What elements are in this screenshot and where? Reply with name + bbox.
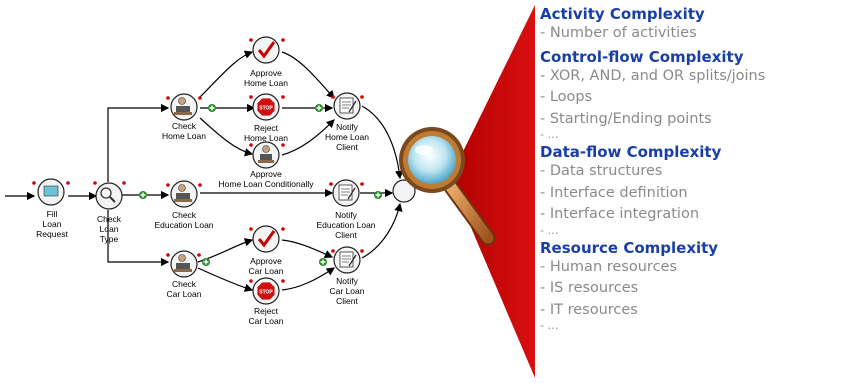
- stop-sign-icon: STOP: [256, 97, 276, 117]
- category-data-flow: Data-flow Complexity - Data structures -…: [540, 144, 850, 236]
- node-label: Approve: [250, 68, 282, 78]
- node-label: Loan: [43, 219, 62, 229]
- node-label: Request: [36, 229, 68, 239]
- node-check-education-loan: Check Education Loan: [154, 180, 214, 230]
- category-control-flow: Control-flow Complexity - XOR, AND, and …: [540, 47, 850, 141]
- category-item: - Interface definition: [540, 184, 688, 201]
- node-label: Reject: [254, 123, 279, 133]
- node-label: Home Loan: [162, 131, 206, 141]
- magnifying-glass-icon: [399, 127, 496, 246]
- category-item: - IS resources: [540, 280, 639, 296]
- category-ellipsis: - …: [540, 319, 559, 332]
- worker-icon: [174, 254, 192, 272]
- category-title: Resource Complexity: [540, 238, 719, 257]
- node-approve-home-loan-conditionally: Approve Home Loan Conditionally: [219, 141, 315, 189]
- node-label: Check: [172, 279, 197, 289]
- node-approve-car-loan: Approve Car Loan: [249, 225, 285, 276]
- node-label: Home Loan: [244, 133, 288, 143]
- node-label: Approve: [250, 169, 282, 179]
- checkmark-icon: [257, 230, 276, 248]
- node-label: Check: [172, 210, 197, 220]
- category-item: - Data structures: [540, 163, 663, 179]
- and-gateway-icon: [202, 258, 210, 266]
- node-approve-home-loan: Approve Home Loan: [244, 36, 288, 88]
- category-title: Control-flow Complexity: [540, 47, 744, 66]
- category-item: - XOR, AND, and OR splits/joins: [540, 67, 766, 84]
- focus-cone: [450, 5, 535, 378]
- notify-document-icon: [339, 251, 357, 268]
- node-label: Client: [336, 142, 358, 152]
- node-label: Fill: [47, 209, 58, 219]
- node-label: Home Loan: [325, 132, 369, 142]
- category-item: - IT resources: [540, 301, 638, 318]
- node-label: Notify: [336, 122, 358, 132]
- worker-icon: [174, 97, 192, 115]
- node-check-home-loan: Check Home Loan: [162, 93, 206, 141]
- node-fill-loan-request: Fill Loan Request: [32, 178, 70, 239]
- category-item: - Interface integration: [540, 206, 700, 222]
- category-title: Data-flow Complexity: [540, 143, 722, 161]
- end-node: [392, 179, 416, 203]
- node-label: Loan: [100, 224, 119, 234]
- category-item: - Loops: [540, 89, 593, 105]
- node-label: Car Loan: [330, 286, 365, 296]
- notify-document-icon: [339, 97, 357, 114]
- svg-text:STOP: STOP: [259, 106, 273, 112]
- and-gateway-icon: [319, 258, 327, 266]
- node-label: Check: [172, 121, 197, 131]
- node-label: Check: [97, 214, 122, 224]
- node-check-loan-type: Check Loan Type: [93, 181, 126, 244]
- node-label: Approve: [250, 256, 282, 266]
- complexity-panel: Activity Complexity - Number of activiti…: [540, 6, 850, 335]
- category-ellipsis: - …: [540, 223, 559, 237]
- node-label: Home Loan: [244, 78, 288, 88]
- node-label: Education Loan: [316, 220, 375, 230]
- node-notify-education-loan-client: Notify Education Loan Client: [316, 179, 376, 240]
- and-gateway-icon: [315, 104, 323, 112]
- node-label: Notify: [336, 276, 358, 286]
- node-check-car-loan: Check Car Loan: [166, 250, 202, 299]
- category-item: - Human resources: [540, 258, 678, 275]
- category-item: - Number of activities: [540, 25, 697, 41]
- node-label: Client: [336, 296, 358, 306]
- svg-text:STOP: STOP: [259, 290, 273, 296]
- checkmark-icon: [257, 41, 276, 59]
- magnifier-icon: [100, 187, 116, 203]
- node-label: Car Loan: [249, 316, 284, 326]
- node-reject-home-loan: STOP Reject Home Loan: [244, 93, 288, 143]
- node-notify-home-loan-client: Notify Home Loan Client: [325, 92, 369, 152]
- node-reject-car-loan: STOP Reject Car Loan: [249, 277, 285, 326]
- node-label: Notify: [335, 210, 357, 220]
- node-label: Car Loan: [167, 289, 202, 299]
- worker-icon: [174, 184, 192, 202]
- category-resource: Resource Complexity - Human resources - …: [540, 238, 850, 332]
- and-gateway-icon: [208, 104, 216, 112]
- node-label: Car Loan: [249, 266, 284, 276]
- worker-icon: [258, 145, 274, 163]
- category-item: - Starting/Ending points: [540, 110, 712, 127]
- category-ellipsis: - …: [540, 128, 559, 141]
- category-title: Activity Complexity: [540, 5, 705, 23]
- and-gateways: [139, 104, 382, 266]
- node-label: Type: [100, 234, 119, 244]
- node-notify-car-loan-client: Notify Car Loan Client: [330, 246, 365, 306]
- stop-sign-icon: STOP: [256, 281, 276, 301]
- and-gateway-icon: [374, 191, 382, 199]
- node-label: Client: [335, 230, 357, 240]
- node-label: Education Loan: [154, 220, 213, 230]
- node-label: Home Loan Conditionally: [219, 179, 315, 189]
- and-gateway-icon: [139, 191, 147, 199]
- category-activity: Activity Complexity - Number of activiti…: [540, 6, 850, 45]
- node-label: Reject: [254, 306, 279, 316]
- notify-document-icon: [338, 184, 356, 201]
